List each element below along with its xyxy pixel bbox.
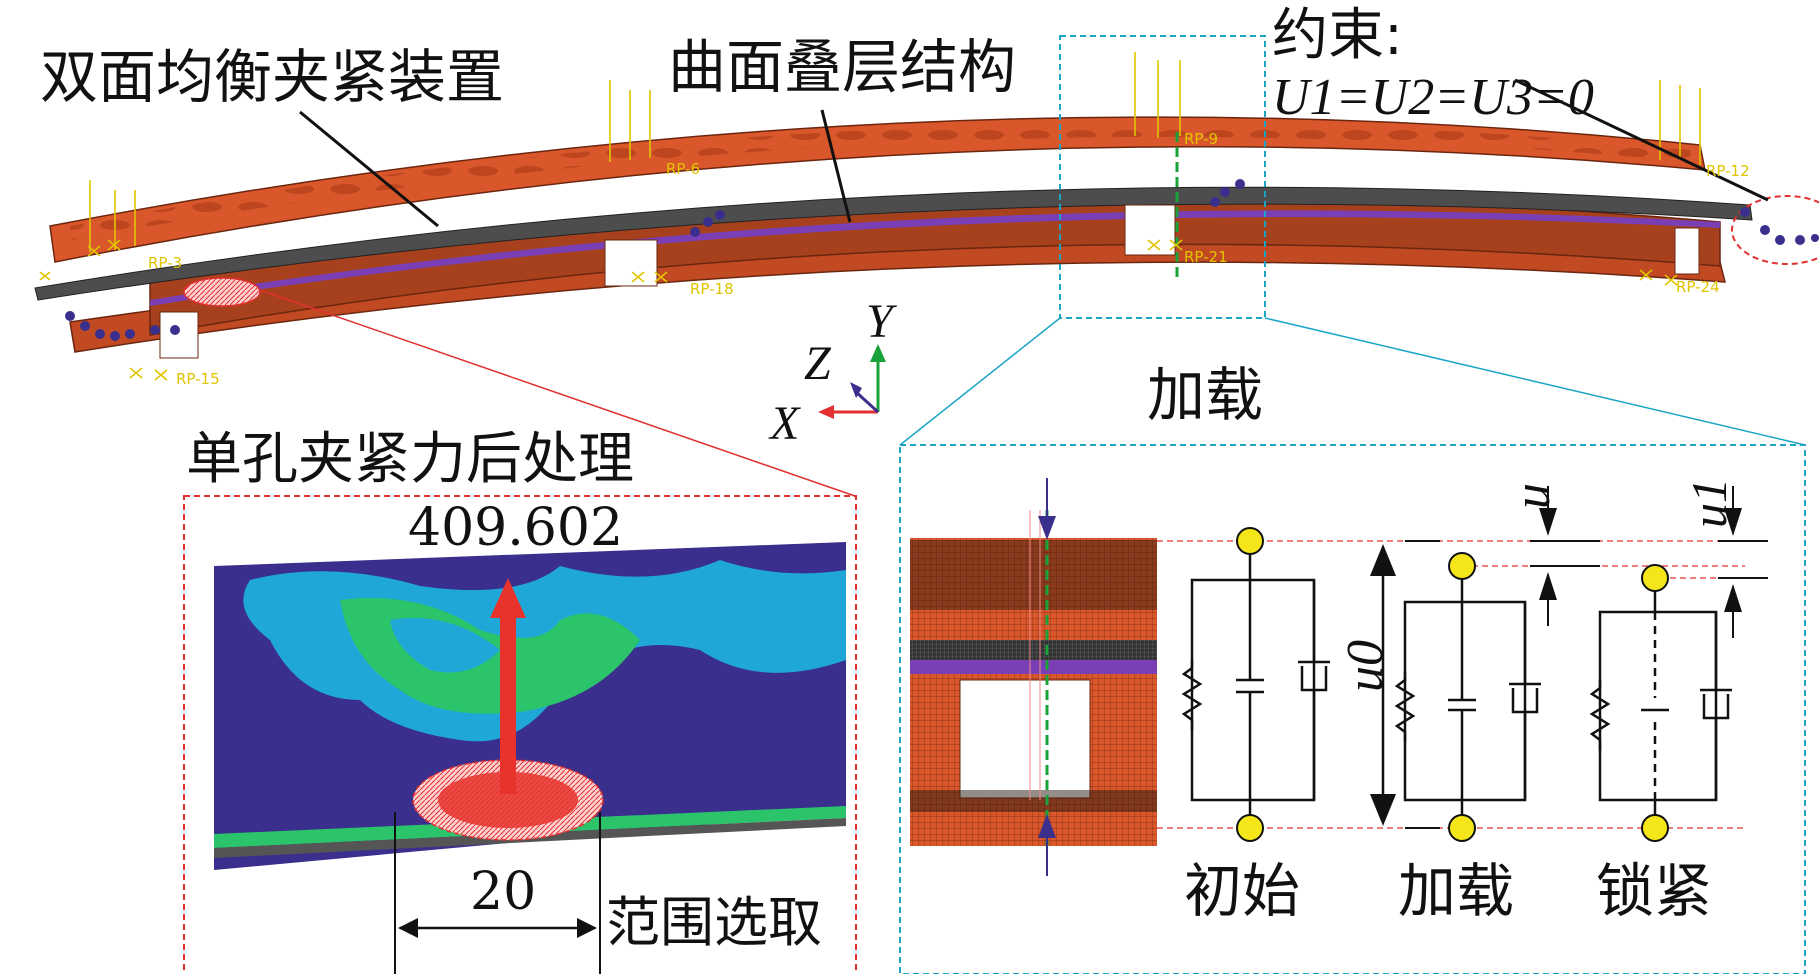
rp-label: RP-12: [1706, 162, 1750, 180]
mesh-section: [910, 478, 1157, 876]
rp-label: RP-3: [148, 254, 183, 272]
axis-x-label: X: [770, 397, 800, 450]
contour-plot: [214, 542, 847, 870]
constraint-title: 约束:: [1272, 3, 1403, 68]
selected-hole: [183, 277, 261, 307]
axis-triad: [818, 344, 886, 419]
axis-y-label: Y: [866, 295, 893, 348]
laminate-label: 曲面叠层结构: [668, 33, 1017, 101]
u1-dimension: [1718, 486, 1768, 638]
rp-label: RP-6: [666, 160, 701, 178]
purple-layer: [150, 210, 1720, 306]
constraint-circle: [1731, 195, 1819, 265]
u0-dimension: [1370, 540, 1440, 829]
rp-label: RP-9: [1184, 130, 1219, 148]
constraint-equation: U1=U2=U3=0: [1272, 69, 1594, 126]
web-openings: [159, 204, 1700, 359]
rp-label: RP-15: [176, 370, 220, 388]
loading-box: [899, 444, 1806, 974]
rp-label: RP-18: [690, 280, 734, 298]
range-value: 20: [470, 862, 537, 922]
state-initial-label: 初始: [1184, 857, 1301, 925]
u-label: u: [1504, 483, 1561, 509]
u-dimension: [1530, 486, 1600, 626]
postproc-title: 单孔夹紧力后处理: [186, 427, 634, 492]
loading-title: 加载: [1147, 361, 1264, 429]
axis-z-label: Z: [804, 337, 831, 390]
boundary-markers: [39, 52, 1701, 381]
state-locking-label: 锁紧: [1596, 857, 1713, 925]
laminate-structure: [34, 186, 1753, 301]
u1-label: u1: [1681, 478, 1737, 528]
range-dimension: [394, 812, 601, 974]
range-select-label: 范围选取: [606, 891, 822, 954]
model-nodes: [1236, 527, 1669, 842]
model-loading: [1394, 566, 1541, 828]
device-label: 双面均衡夹紧装置: [40, 43, 505, 111]
clamp-symbols: [65, 179, 1819, 341]
rp-label: RP-21: [1184, 248, 1228, 266]
force-value: 409.602: [408, 498, 624, 558]
u0-label: u0: [1337, 640, 1394, 692]
state-loading-label: 加载: [1398, 857, 1515, 925]
model-locking: [1589, 578, 1732, 828]
model-initial: [1181, 541, 1330, 828]
postproc-box: [183, 495, 857, 974]
rp-label: RP-24: [1676, 278, 1720, 296]
center-box: [1059, 35, 1266, 319]
